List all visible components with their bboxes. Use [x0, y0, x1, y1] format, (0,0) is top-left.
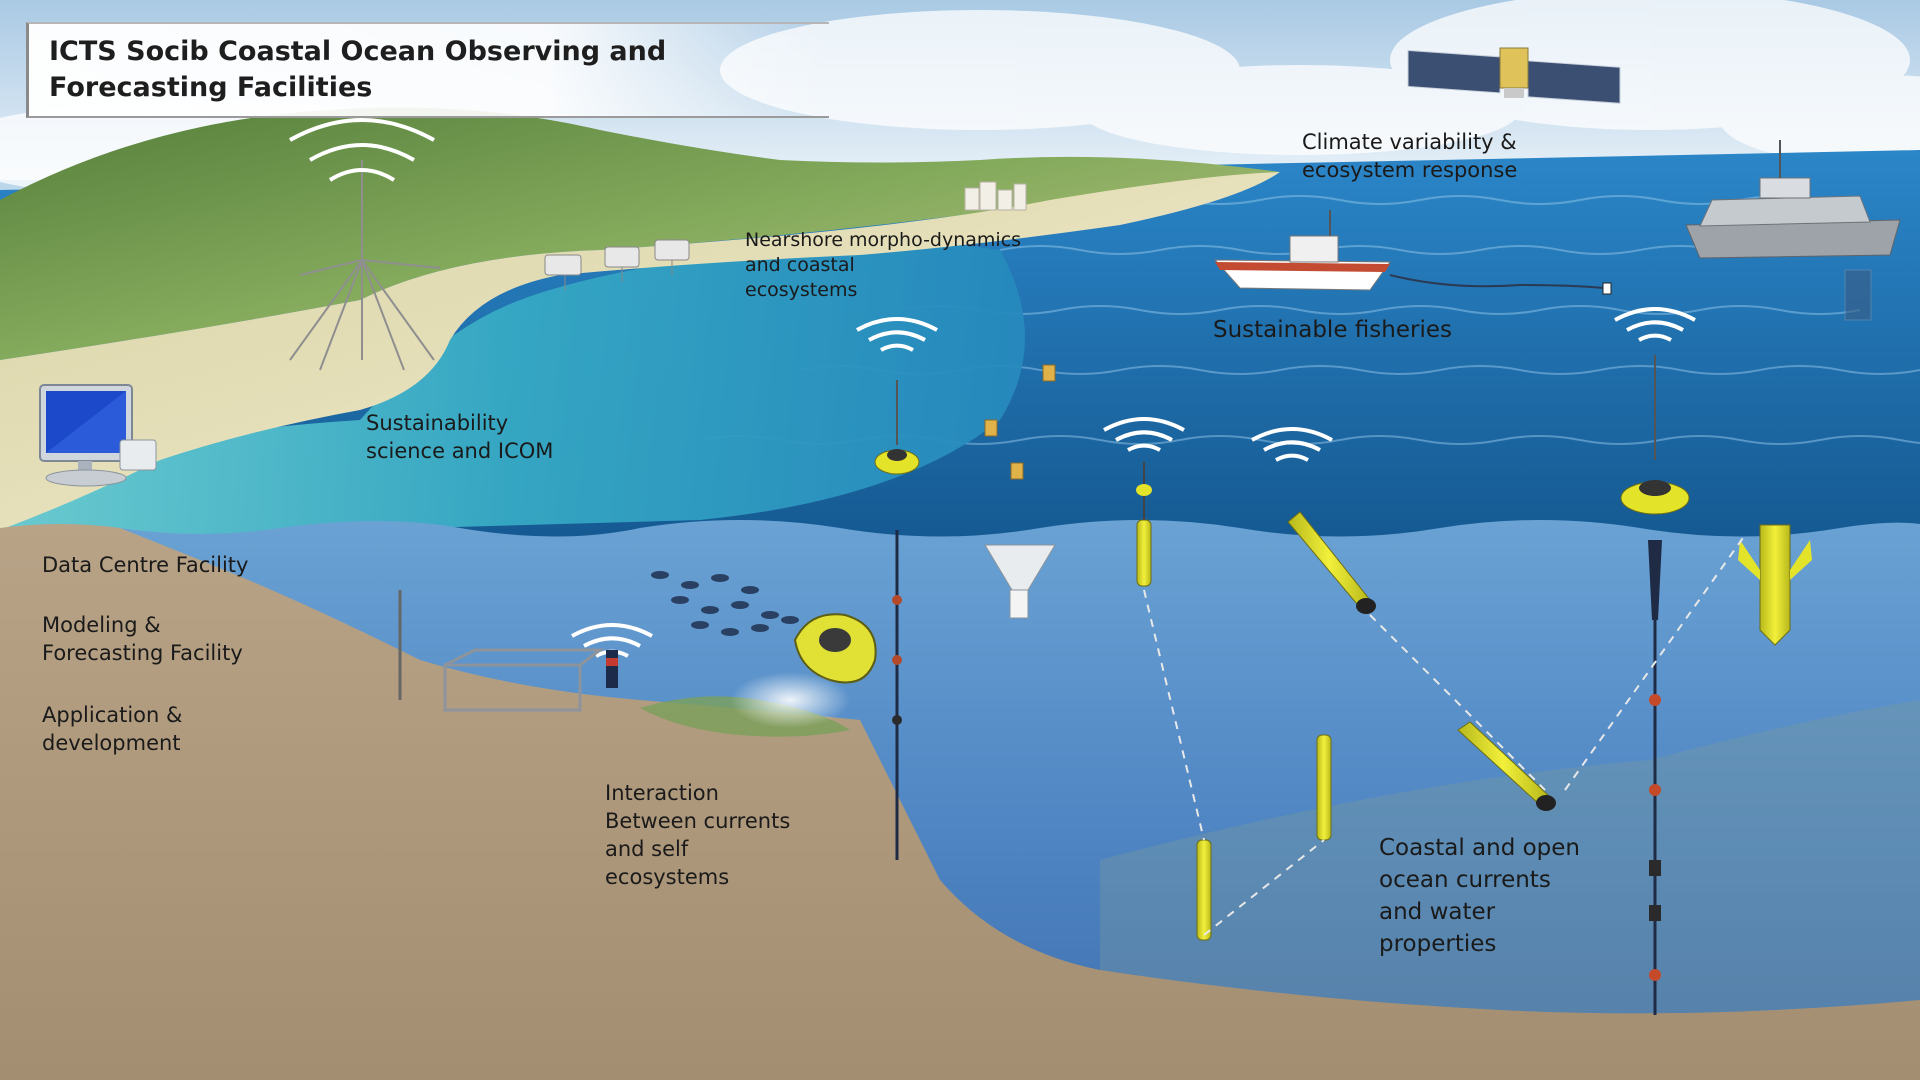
signal-arc [868, 330, 926, 342]
fish [711, 574, 729, 582]
signal-arc [880, 343, 914, 352]
page-title: ICTS Socib Coastal Ocean Observing and F… [49, 36, 667, 103]
fish [731, 601, 749, 609]
sandy-beach [0, 172, 1280, 530]
signal-arc [571, 623, 653, 638]
label-sustainability-science: Sustainability science and ICOM [366, 411, 554, 463]
research-vessel-icon [1685, 140, 1901, 321]
coastal-water [0, 242, 1025, 540]
seabed-instruments [398, 590, 618, 712]
signal-arc [1638, 333, 1672, 342]
signal-arc [1275, 453, 1309, 462]
fish [751, 624, 769, 632]
fish [761, 611, 779, 619]
profiling-float-icons [1136, 462, 1332, 941]
computer-icon [39, 384, 157, 487]
coastal-town [964, 181, 1027, 211]
fishing-boat-icon [1213, 210, 1612, 295]
signal-arc [1115, 430, 1173, 442]
fish [781, 616, 799, 624]
deep-ocean-buoy-icon [1620, 355, 1690, 1015]
radio-antenna-icon [289, 118, 441, 371]
signal-arc [1127, 443, 1161, 452]
signal-arc [1251, 427, 1333, 442]
fish [651, 571, 669, 579]
sediment-trap-icon [984, 544, 1056, 619]
wireless-signal-icons [571, 307, 1696, 658]
label-data-centre: Data Centre Facility [42, 553, 249, 577]
label-climate-variability: Climate variability & ecosystem response [1302, 130, 1518, 182]
fish [721, 628, 739, 636]
title-panel: ICTS Socib Coastal Ocean Observing and F… [26, 22, 829, 118]
fish [691, 621, 709, 629]
video-camera-icons [544, 239, 690, 290]
small-surface-buoys [984, 364, 1056, 480]
rov-icon [730, 613, 877, 728]
signal-arc [1614, 307, 1696, 322]
fish [671, 596, 689, 604]
signal-arc [1626, 320, 1684, 332]
label-coastal-open-currents: Coastal and open ocean currents and wate… [1379, 835, 1581, 957]
green-hill [0, 107, 1280, 360]
seabed [0, 524, 1920, 1080]
deep-sediment [1100, 700, 1920, 1080]
signal-arc [856, 317, 938, 332]
label-application-development: Application & development [42, 703, 183, 755]
fish [741, 586, 759, 594]
label-sustainable-fisheries: Sustainable fisheries [1213, 317, 1452, 343]
signal-arc [1263, 440, 1321, 452]
underwater-glider-icons [1287, 511, 1812, 811]
fish [701, 606, 719, 614]
label-nearshore: Nearshore morpho-dynamics and coastal ec… [745, 229, 1022, 301]
signal-arc [1103, 417, 1185, 432]
label-modeling-forecasting: Modeling & Forecasting Facility [42, 613, 243, 665]
fish [681, 581, 699, 589]
satellite-icon [1407, 47, 1621, 104]
signal-arc [583, 636, 641, 648]
fish-school-icon [651, 571, 799, 636]
label-interaction-currents: Interaction Between currents and self ec… [605, 781, 791, 889]
coastal-buoy-icon [874, 380, 920, 860]
